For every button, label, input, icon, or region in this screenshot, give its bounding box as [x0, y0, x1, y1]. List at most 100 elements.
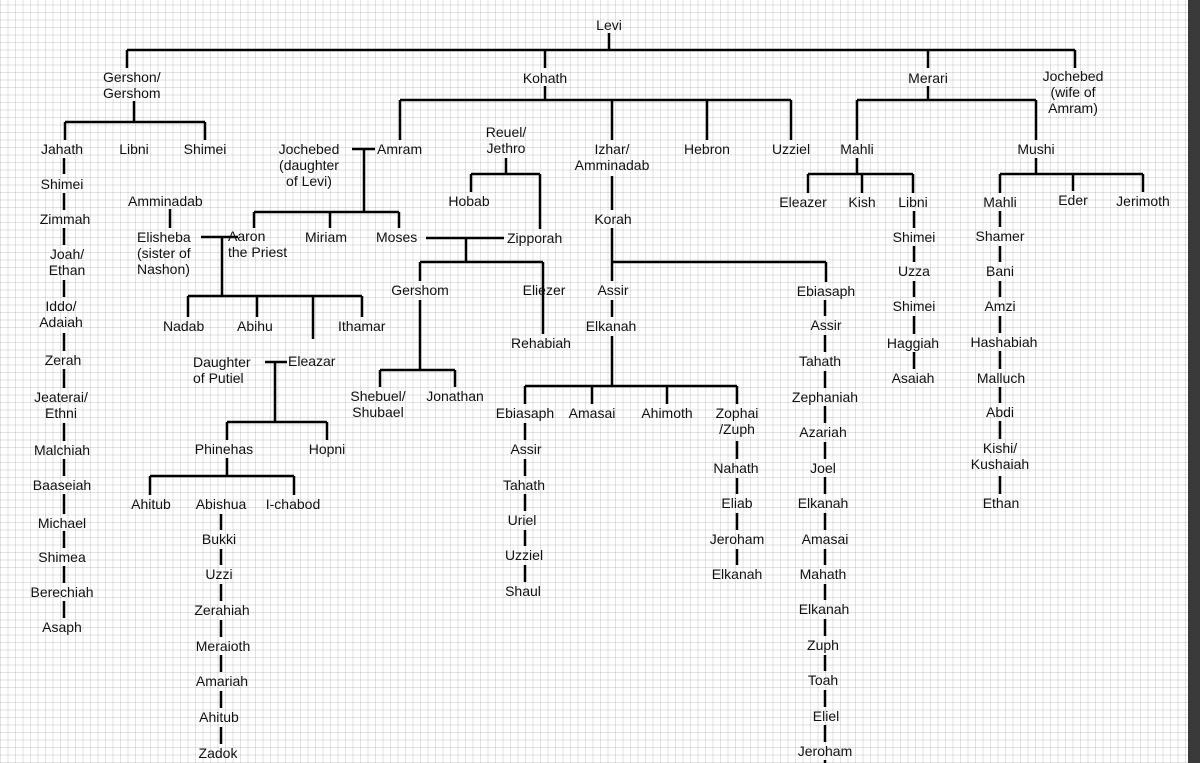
person-kishi: Kishi/Kushaiah: [970, 440, 1030, 472]
person-elkanah-r1: Elkanah: [797, 495, 849, 511]
person-gershom-m: Gershom: [391, 282, 449, 298]
person-korah: Korah: [594, 211, 632, 227]
person-hobab: Hobab: [448, 193, 490, 209]
person-eleazer-m: Eleazer: [779, 194, 827, 210]
person-aminadab: Amminadab: [128, 193, 203, 209]
person-ethan-m: Ethan: [982, 495, 1020, 511]
window-edge: [1188, 0, 1200, 763]
person-shimei-j: Shimei: [40, 176, 84, 192]
person-mahli: Mahli: [840, 141, 874, 157]
person-malchiah: Malchiah: [33, 442, 91, 458]
person-joel: Joel: [810, 460, 836, 476]
person-hashabiah: Hashabiah: [970, 334, 1038, 350]
person-jonathan: Jonathan: [426, 388, 484, 404]
person-hopni: Hopni: [308, 441, 346, 457]
person-zimmah: Zimmah: [39, 211, 91, 227]
person-phinehas: Phinehas: [194, 441, 254, 457]
person-shimea: Shimea: [38, 549, 86, 565]
person-amasai-k: Amasai: [568, 405, 616, 421]
person-jeroham-r: Jeroham: [797, 743, 853, 759]
person-moses: Moses: [376, 229, 418, 245]
person-amariah: Amariah: [195, 673, 249, 689]
person-elkanah-k: Elkanah: [585, 318, 637, 334]
person-zipporah: Zipporah: [507, 230, 563, 246]
person-haggiah: Haggiah: [886, 335, 940, 351]
person-reuel: Reuel/Jethro: [485, 124, 527, 156]
person-ebiasaph-k: Ebiasaph: [495, 405, 555, 421]
person-mahli2: Mahli: [983, 194, 1017, 210]
person-assir-r: Assir: [810, 317, 842, 333]
person-joah: Joah/Ethan: [48, 246, 86, 278]
person-eliezer: Eliezer: [522, 282, 566, 298]
person-tahath-r: Tahath: [798, 353, 842, 369]
person-shaul: Shaul: [505, 583, 541, 599]
person-eliab: Eliab: [721, 495, 753, 511]
person-libni-g: Libni: [119, 141, 149, 157]
person-shimei-g: Shimei: [183, 141, 227, 157]
person-kohath: Kohath: [522, 70, 568, 86]
person-gershon: Gershon/Gershom: [103, 69, 161, 101]
person-iddo: Iddo/Adaiah: [39, 298, 83, 330]
person-elkanah-z: Elkanah: [711, 566, 763, 582]
person-abdi: Abdi: [985, 404, 1015, 420]
person-amzi: Amzi: [984, 298, 1016, 314]
person-bani: Bani: [985, 263, 1015, 279]
person-zadok: Zadok: [198, 745, 238, 761]
person-michael: Michael: [37, 515, 87, 531]
person-jahath: Jahath: [40, 141, 84, 157]
person-ithamar: Ithamar: [338, 318, 386, 334]
person-azariah: Azariah: [799, 424, 847, 440]
person-izhar: Izhar/Amminadab: [574, 141, 650, 173]
person-zephaniah: Zephaniah: [791, 389, 859, 405]
person-mushi: Mushi: [1017, 141, 1055, 157]
person-shamer: Shamer: [975, 228, 1025, 244]
person-ichabod: I-chabod: [265, 496, 321, 512]
person-asaiah: Asaiah: [891, 370, 935, 386]
person-uzziel2: Uzziel: [504, 547, 544, 563]
person-merari: Merari: [908, 70, 948, 86]
person-amram: Amram: [377, 141, 423, 157]
person-amasai-r: Amasai: [801, 531, 849, 547]
person-jerimoth: Jerimoth: [1116, 193, 1170, 209]
person-mahath: Mahath: [799, 566, 847, 582]
person-kish: Kish: [848, 194, 876, 210]
person-zuph: Zuph: [807, 637, 839, 653]
person-nahath: Nahath: [713, 460, 759, 476]
person-shimei-m1: Shimei: [892, 229, 936, 245]
person-bukki: Bukki: [201, 531, 237, 547]
person-uzziel: Uzziel: [771, 141, 811, 157]
person-assir-k: Assir: [597, 282, 629, 298]
person-hebron: Hebron: [684, 141, 730, 157]
person-shebuel: Shebuel/Shubael: [350, 388, 406, 420]
person-uzza: Uzza: [898, 263, 930, 279]
person-nadab: Nadab: [163, 318, 205, 334]
person-shimei-m2: Shimei: [892, 298, 936, 314]
person-rehabiah: Rehabiah: [511, 335, 571, 351]
person-jeaterai: Jeaterai/Ethni: [34, 389, 88, 421]
person-asaph: Asaph: [42, 619, 82, 635]
person-ahitub1: Ahitub: [131, 496, 171, 512]
person-zerahiah: Zerahiah: [194, 602, 250, 618]
person-toah: Toah: [807, 672, 839, 688]
person-elkanah-r2: Elkanah: [798, 601, 850, 617]
person-berechiah: Berechiah: [30, 584, 94, 600]
person-libni-m: Libni: [898, 194, 928, 210]
person-miriam: Miriam: [305, 229, 347, 245]
person-baaseiah: Baaseiah: [32, 477, 92, 493]
person-uzzi: Uzzi: [205, 566, 233, 582]
person-assir2: Assir: [510, 441, 542, 457]
person-zophai: Zophai/Zuph: [715, 405, 759, 437]
person-abishua: Abishua: [195, 496, 247, 512]
person-zerah: Zerah: [44, 352, 82, 368]
person-eliel: Eliel: [812, 708, 840, 724]
person-ebiasaph-r: Ebiasaph: [796, 283, 856, 299]
person-malluch: Malluch: [976, 370, 1026, 386]
person-tahath2: Tahath: [502, 477, 546, 493]
